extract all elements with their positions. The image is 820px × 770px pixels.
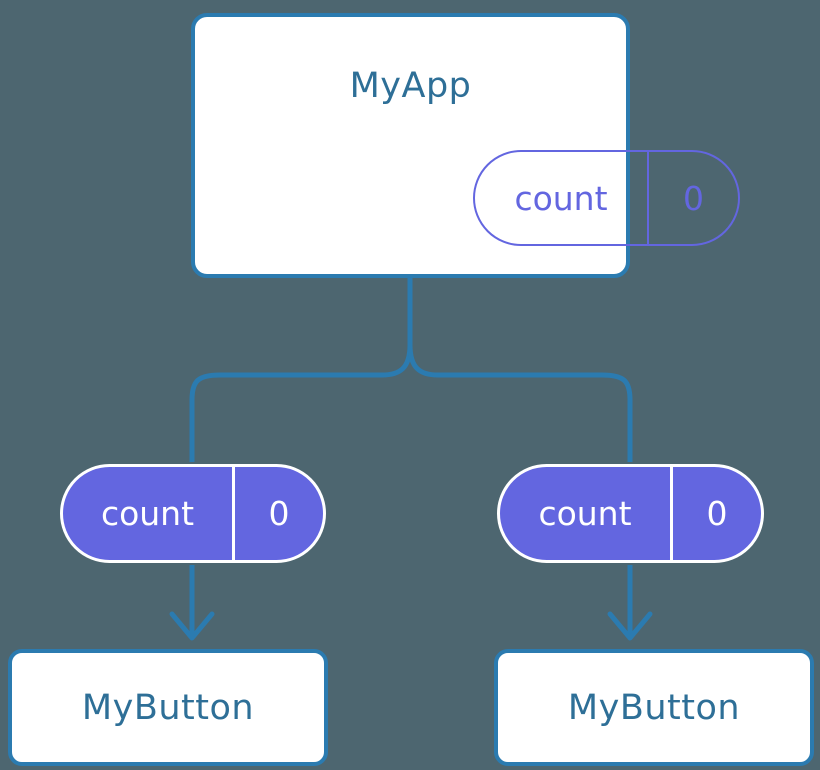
left-child-component-title: MyButton: [81, 687, 255, 728]
right-branch-connector: [407, 344, 633, 462]
root-state-value: 0: [683, 178, 704, 218]
right-child-component-title: MyButton: [567, 687, 741, 728]
left-branch-connector: [189, 344, 413, 462]
right-props-pill[interactable]: count 0: [497, 464, 764, 563]
left-props-key: count: [63, 467, 235, 560]
root-state-key: count: [475, 152, 649, 244]
left-child-component-card[interactable]: MyButton: [8, 649, 328, 766]
root-component-card[interactable]: MyApp count 0: [191, 13, 740, 278]
right-props-value: 0: [706, 494, 728, 533]
right-props-key: count: [500, 467, 673, 560]
left-props-pill[interactable]: count 0: [60, 464, 326, 563]
left-arrowhead-icon: [169, 611, 215, 641]
root-state-pill[interactable]: count 0: [473, 150, 740, 246]
right-arrowhead-icon: [607, 611, 653, 641]
left-props-value: 0: [268, 494, 290, 533]
root-component-title: MyApp: [349, 66, 472, 106]
right-child-component-card[interactable]: MyButton: [494, 649, 814, 766]
